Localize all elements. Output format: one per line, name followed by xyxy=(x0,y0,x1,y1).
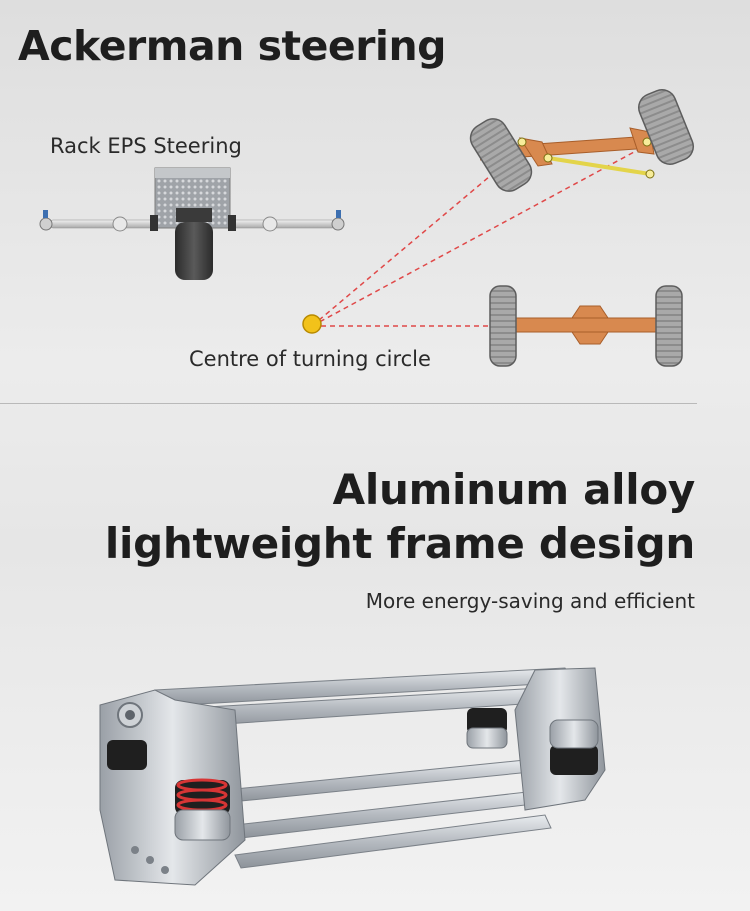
headline-line-1: Aluminum alloy xyxy=(332,465,696,514)
rack-eps-steering-unit-icon xyxy=(39,167,345,280)
section-divider xyxy=(0,403,697,404)
headline-line-2: lightweight frame design xyxy=(104,519,695,568)
front-axle-icon xyxy=(469,89,695,192)
aluminum-frame-illustration xyxy=(99,667,606,886)
frame-headline: Aluminum alloy lightweight frame design xyxy=(105,463,695,571)
ackerman-geometry-diagram xyxy=(302,89,695,367)
centre-of-turning-label: Centre of turning circle xyxy=(189,347,431,371)
section-title: Ackerman steering xyxy=(18,22,447,70)
rack-eps-label: Rack EPS Steering xyxy=(50,134,242,158)
frame-section: Aluminum alloy lightweight frame design … xyxy=(0,405,750,911)
ackerman-section: Ackerman steering Rack EPS Steering xyxy=(0,0,750,404)
centre-point-icon xyxy=(302,314,322,334)
frame-subline: More energy-saving and efficient xyxy=(365,589,695,613)
rear-axle-icon xyxy=(489,285,683,367)
